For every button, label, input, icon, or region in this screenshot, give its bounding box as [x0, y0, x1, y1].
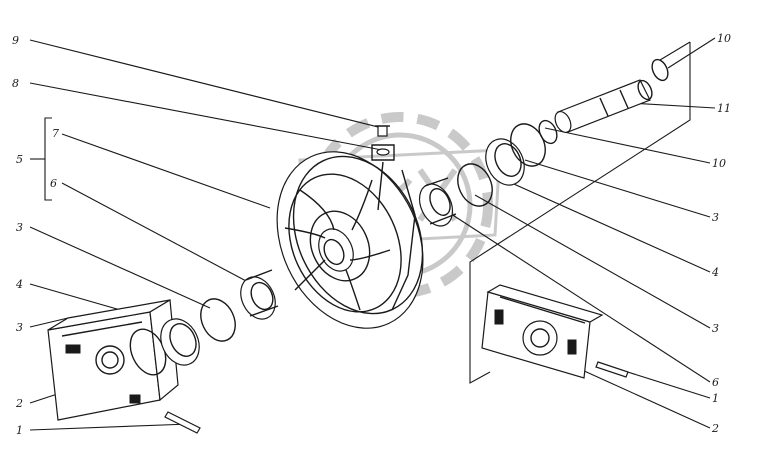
right-ring-10b: [538, 119, 558, 145]
right-upper-guide-line: [659, 41, 691, 61]
callout-2-left: 2: [15, 397, 23, 410]
callout-1-right: 1: [712, 392, 719, 405]
callout-10-upper: 10: [717, 32, 731, 45]
callout-9: 9: [12, 34, 19, 47]
callout-6: 6: [50, 177, 57, 190]
right-leader-lines: [444, 37, 716, 429]
left-bearing-housing: [47, 298, 179, 421]
right-pin: [595, 361, 629, 378]
callout-7: 7: [52, 127, 59, 140]
callout-3-left-upper: 3: [16, 221, 23, 234]
right-bearing-6: [418, 177, 457, 227]
left-ring-4: [160, 318, 200, 366]
callout-3-left-lower: 3: [16, 321, 23, 334]
callout-11: 11: [717, 102, 731, 115]
washer-8: [371, 144, 395, 211]
right-assembly-guide-line: [469, 42, 691, 384]
right-ring-3b: [457, 163, 493, 207]
bracket-group-5: [30, 117, 52, 201]
axle-shaft-11: [554, 79, 653, 133]
callout-8: 8: [12, 77, 19, 90]
right-bearing-housing: [481, 284, 604, 379]
left-bearing-6: [240, 269, 279, 320]
callout-3-right-lower: 3: [712, 322, 719, 335]
right-ring-4: [485, 138, 525, 186]
left-pin: [164, 411, 201, 434]
idler-wheel: [276, 151, 424, 329]
callout-1-left: 1: [16, 424, 23, 437]
callout-3-right-upper: 3: [712, 211, 719, 224]
callout-10-lower: 10: [712, 157, 726, 170]
left-ring-3a: [200, 298, 236, 342]
callout-6-right: 6: [712, 376, 719, 389]
callout-4-right: 4: [711, 266, 719, 279]
callout-2-right: 2: [711, 422, 719, 435]
right-ring-10a: [651, 58, 669, 82]
callout-4-left: 4: [15, 278, 23, 291]
callout-5: 5: [16, 153, 23, 166]
plug-9: [375, 125, 390, 137]
